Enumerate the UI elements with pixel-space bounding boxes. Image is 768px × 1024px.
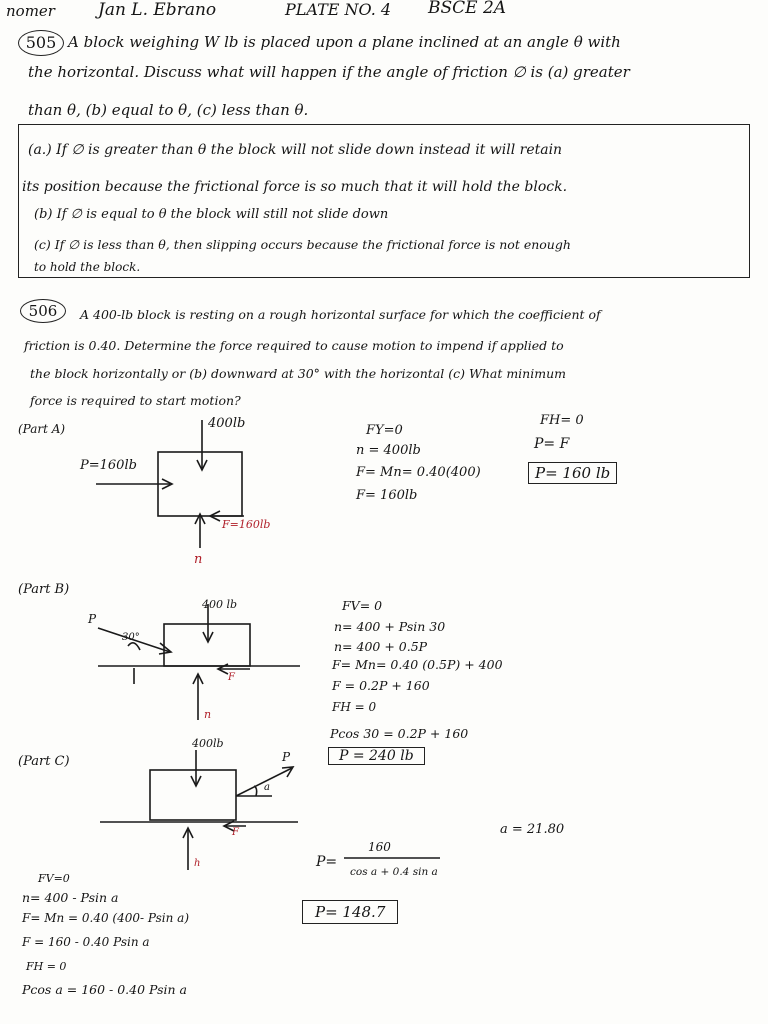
part-c-eq-1: FV=0 [38,872,70,885]
part-a-p-label: P=160lb [80,458,137,473]
problem-505-number-text: 505 [25,33,57,52]
part-a-eq-1: FY=0 [366,423,403,438]
part-c-weight-label: 400lb [192,737,224,750]
part-a-eq-5: FH= 0 [540,413,584,428]
part-a-result: P= 160 lb [528,462,618,484]
part-b-result: P = 240 lb [328,747,425,765]
part-a-eq-3: F= Mn= 0.40(400) [356,465,481,480]
answer-b: (b) If ∅ is equal to θ the block will st… [34,207,389,222]
problem-505-answer-box [18,124,750,278]
part-c-a-value: a = 21.80 [500,822,565,837]
part-a-weight-label: 400lb [208,416,246,431]
part-c-eq-6: Pcos a = 160 - 0.40 Psin a [22,982,187,997]
part-b-weight-label: 400 lb [202,598,238,611]
part-a-diagram [96,420,244,548]
problem-506-line-2: friction is 0.40. Determine the force re… [24,338,564,353]
part-b-eq-4: F= Mn= 0.40 (0.5P) + 400 [332,657,503,672]
part-b-eq-3: n= 400 + 0.5P [334,639,428,654]
problem-505-line-3: than θ, (b) equal to θ, (c) less than θ. [28,101,309,119]
part-c-fraction-numerator: 160 [368,840,391,854]
part-a-eq-6: P= F [534,436,570,452]
part-c-angle-label: a [264,782,270,793]
problem-506-number: 506 [20,299,66,323]
answer-c-line-2: to hold the block. [34,260,141,274]
part-c-p-label: P [282,750,291,764]
part-c-result: P= 148.7 [302,900,399,924]
part-c-fraction-label: P= [316,854,338,870]
part-b-label: (Part B) [18,582,70,597]
part-b-block [163,623,251,667]
part-b-eq-1: FV= 0 [342,598,383,613]
problem-506-line-3: the block horizontally or (b) downward a… [30,366,566,381]
part-a-eq-2: n = 400lb [356,443,421,458]
problem-505-line-1: A block weighing W lb is placed upon a p… [68,33,621,51]
part-c-block [149,769,237,821]
part-b-p-arrow [97,627,171,653]
part-a-friction-label: F=160lb [222,518,271,531]
section-label: BSCE 2A [428,0,507,18]
part-b-eq-7: Pcos 30 = 0.2P + 160 [330,726,469,741]
part-c-p-arrow [235,767,293,797]
part-c-label: (Part C) [18,754,70,769]
problem-506-line-1: A 400-lb block is resting on a rough hor… [80,307,601,322]
part-b-eq-6: FH = 0 [332,700,377,714]
plate-number: PLATE NO. 4 [285,0,392,19]
part-b-diagram [97,604,300,720]
part-b-eq-2: n= 400 + Psin 30 [334,619,446,634]
problem-505-number: 505 [18,30,64,56]
part-b-normal-label: n [204,708,212,721]
student-name: Jan L. Ebrano [98,0,217,20]
part-c-normal-label: h [194,858,201,869]
part-c-friction-label: F [232,827,239,838]
problem-506-number-text: 506 [28,302,58,320]
part-c-eq-3: F= Mn = 0.40 (400- Psin a) [22,911,190,925]
part-c-diagram [100,750,298,870]
part-b-p-label: P [88,612,97,626]
answer-a-line-1: (a.) If ∅ is greater than θ the block wi… [28,142,563,158]
part-b-angle-label: 30° [122,632,140,643]
problem-505-line-2: the horizontal. Discuss what will happen… [28,63,630,81]
part-c-eq-2: n= 400 - Psin a [22,890,119,905]
part-a-eq-4: F= 160lb [356,488,418,503]
part-a-normal-label: n [194,552,203,567]
part-a-label: (Part A) [18,422,66,436]
problem-506-line-4: force is required to start motion? [30,393,241,408]
part-c-fraction-denominator: cos a + 0.4 sin a [350,866,438,878]
part-b-friction-label: F [228,672,235,683]
answer-a-line-2: its position because the frictional forc… [22,179,568,195]
answer-c-line-1: (c) If ∅ is less than θ, then slipping o… [34,237,571,252]
part-c-eq-5: FH = 0 [26,960,67,973]
part-c-eq-4: F = 160 - 0.40 Psin a [22,935,150,949]
part-b-eq-5: F = 0.2P + 160 [332,678,430,693]
student-name-label: nomer [6,2,55,20]
